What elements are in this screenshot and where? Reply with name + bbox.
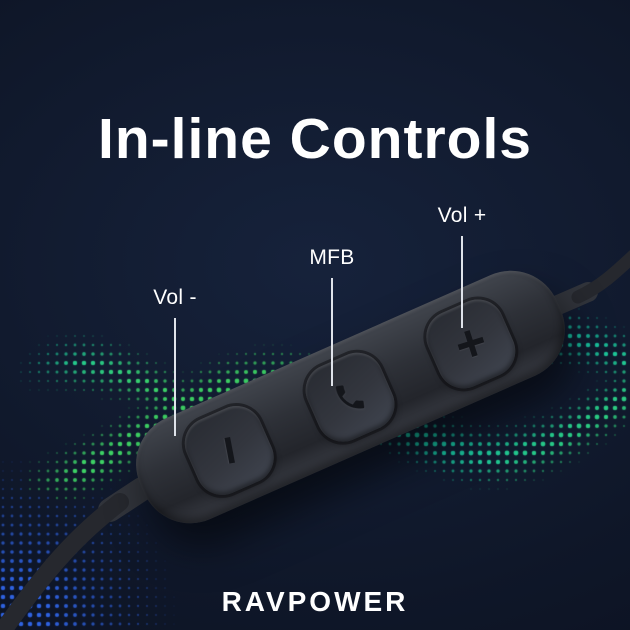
mfb-button [297, 344, 403, 450]
phone-icon [335, 385, 365, 409]
cable-left [0, 493, 129, 630]
callout-vol-up: Vol + [417, 204, 507, 328]
callout-line [331, 278, 333, 386]
brand-logo: RAVPOWER [221, 586, 409, 617]
callout-label-vol-down: Vol - [153, 286, 197, 309]
callout-label-mfb: MFB [309, 246, 355, 269]
callout-line [461, 236, 463, 328]
callout-vol-down: Vol - [130, 286, 220, 436]
minus-icon: − [197, 430, 261, 471]
page-title: In-line Controls [98, 107, 532, 172]
inline-remote-control: − + [120, 254, 581, 540]
callout-label-vol-up: Vol + [437, 204, 487, 227]
cable-right [571, 250, 630, 304]
callout-line [174, 318, 176, 436]
callout-mfb: MFB [287, 246, 377, 386]
